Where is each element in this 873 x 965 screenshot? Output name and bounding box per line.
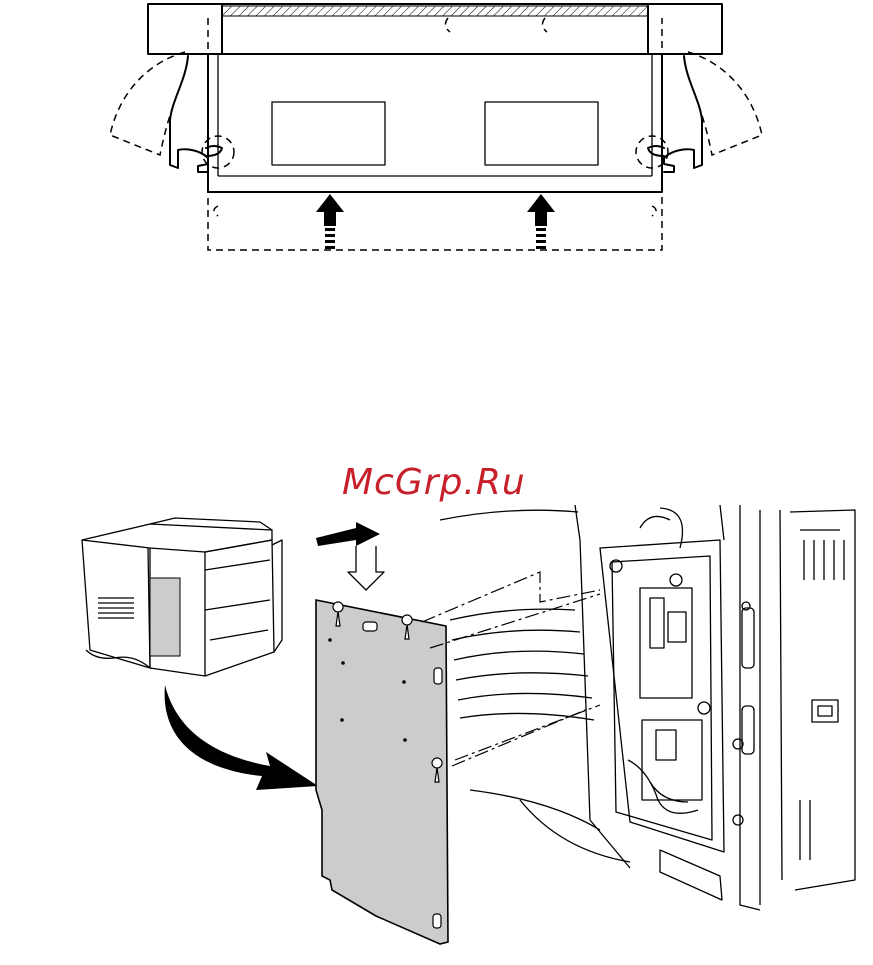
module-board [208, 54, 662, 192]
insert-arrow-right-icon [527, 194, 555, 250]
socket-hatch [222, 6, 648, 16]
module-dashed-outline [208, 18, 662, 250]
left-clip [170, 56, 208, 172]
printer-interior-board [575, 505, 855, 910]
curved-arrow-icon [165, 685, 318, 790]
access-plate [316, 600, 448, 944]
memory-module-insert-diagram [0, 0, 873, 300]
printer-thumbnail [82, 518, 282, 676]
insert-arrow-left-icon [316, 194, 344, 250]
slide-down-arrow-icon [316, 522, 384, 590]
module-chip-right [485, 102, 598, 165]
right-clip [664, 56, 702, 172]
watermark: McGrp.Ru [342, 462, 526, 503]
module-chip-left [272, 102, 385, 165]
